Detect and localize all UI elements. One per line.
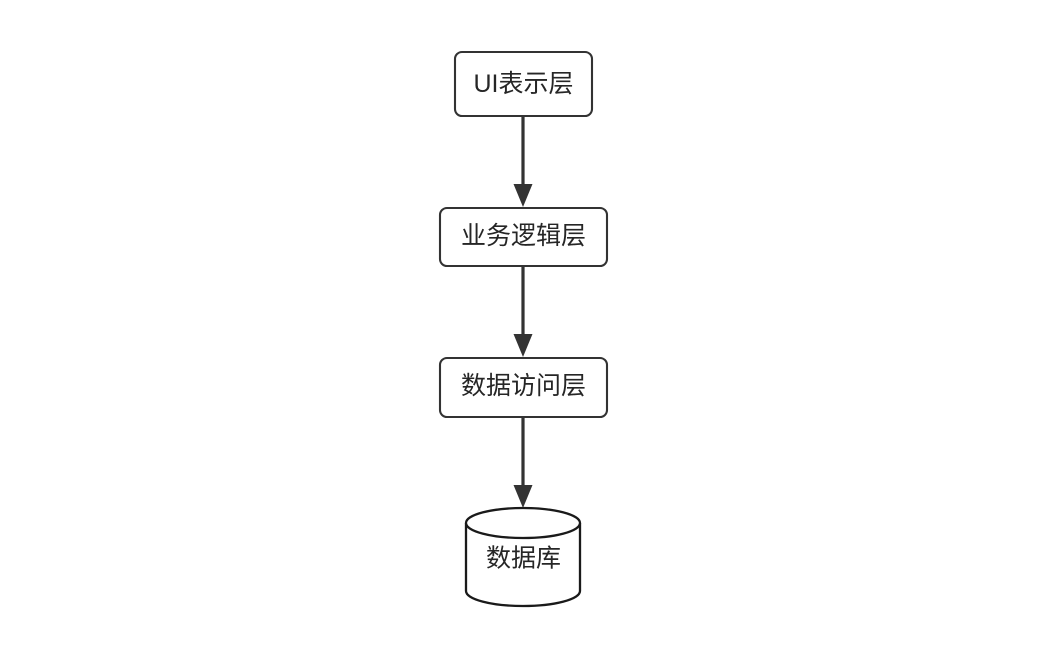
edge-business-to-dataaccess [513, 266, 533, 357]
node-label: 数据访问层 [461, 372, 586, 400]
database-cylinder-icon [464, 523, 582, 608]
node-shape [453, 50, 594, 118]
edge-dataaccess-to-database [513, 417, 533, 508]
arrowhead-icon [513, 334, 533, 357]
node-shape [438, 206, 609, 268]
node-database[interactable]: 数据库 [464, 506, 582, 608]
node-shape [438, 356, 609, 419]
node-data-access-layer[interactable]: 数据访问层 [438, 356, 609, 419]
node-label: UI表示层 [473, 70, 573, 98]
edge-ui-to-business [513, 116, 533, 207]
node-label: 业务逻辑层 [461, 222, 586, 250]
arrowhead-icon [513, 184, 533, 207]
node-business-logic-layer[interactable]: 业务逻辑层 [438, 206, 609, 268]
node-ui-presentation-layer[interactable]: UI表示层 [453, 50, 594, 118]
node-label: 数据库 [486, 545, 561, 573]
database-cylinder-top [464, 506, 582, 540]
arrowhead-icon [513, 485, 533, 508]
